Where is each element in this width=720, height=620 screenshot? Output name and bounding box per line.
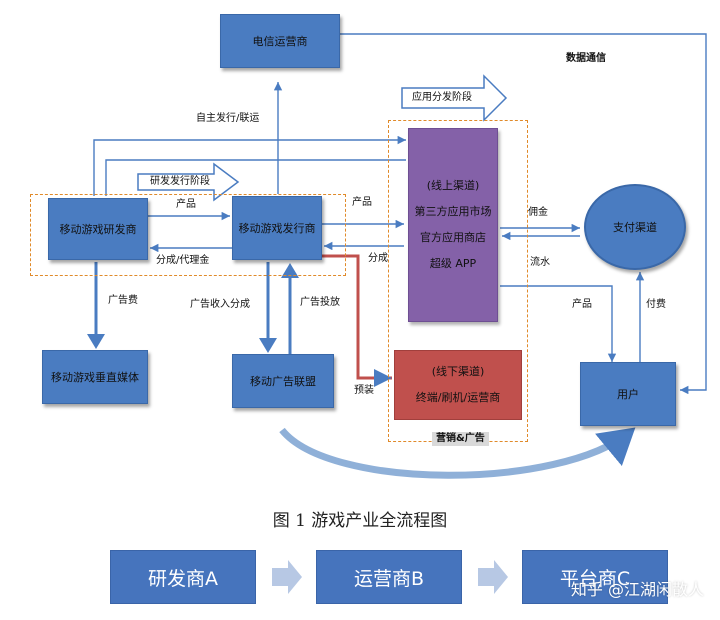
- ad-placement-label: 广告投放: [300, 297, 340, 308]
- online-channel-title: (线上渠道): [426, 179, 480, 192]
- user-node: 用户: [580, 362, 676, 426]
- publisher-node: 移动游戏发行商: [232, 196, 322, 260]
- payment-fee-label: 付费: [646, 299, 666, 310]
- online-channel-superapp: 超级 APP: [429, 257, 477, 270]
- preinstall-label: 预装: [354, 385, 374, 396]
- distribution-stage-label: 应用分发阶段: [412, 92, 472, 103]
- watermark: 知乎 @江湖闲散人: [570, 580, 704, 599]
- offline-channel-title: (线下渠道): [431, 365, 485, 378]
- product-label-2: 产品: [352, 197, 372, 208]
- flow-label: 流水: [530, 257, 550, 268]
- offline-channel-detail: 终端/刷机/运营商: [415, 391, 501, 404]
- flow-step-platform: 平台商C: [522, 550, 668, 604]
- commission-label: 佣金: [528, 207, 548, 218]
- offline-channel-node: (线下渠道) 终端/刷机/运营商: [394, 350, 522, 420]
- publish-stage-label: 研发发行阶段: [150, 176, 210, 187]
- ad-alliance-node: 移动广告联盟: [232, 354, 334, 408]
- online-channel-node: (线上渠道) 第三方应用市场 官方应用商店 超级 APP: [408, 128, 498, 322]
- online-channel-market: 第三方应用市场: [414, 205, 492, 218]
- data-comm-label: 数据通信: [566, 53, 606, 64]
- ad-fee-label: 广告费: [108, 295, 138, 306]
- vertical-media-node: 移动游戏垂直媒体: [42, 350, 148, 404]
- ad-income-share-label: 广告收入分成: [190, 299, 250, 310]
- product-label-1: 产品: [176, 199, 196, 210]
- revenue-share-label-1: 分成/代理金: [156, 255, 210, 266]
- online-channel-store: 官方应用商店: [420, 231, 486, 244]
- revenue-share-label-2: 分成: [368, 253, 388, 264]
- flow-step-operator: 运营商B: [316, 550, 462, 604]
- product-label-3: 产品: [572, 299, 592, 310]
- telecom-node: 电信运营商: [220, 14, 340, 68]
- developer-node: 移动游戏研发商: [48, 198, 148, 260]
- flow-step-developer: 研发商A: [110, 550, 256, 604]
- self-publish-label: 自主发行/联运: [196, 113, 260, 124]
- payment-node: 支付渠道: [584, 184, 686, 270]
- marketing-label: 营销&广告: [432, 432, 489, 446]
- figure-caption: 图 1 游戏产业全流程图: [272, 511, 448, 531]
- developer-publisher-group: [30, 194, 346, 276]
